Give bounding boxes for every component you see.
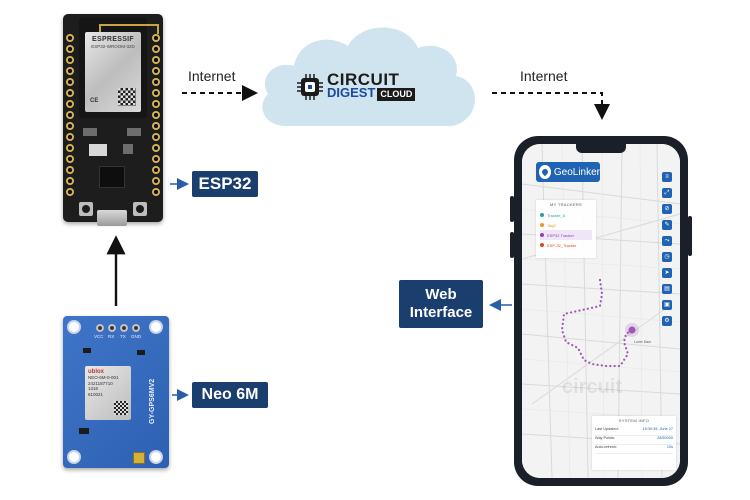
gps-board-label: GY-GPS6MV2 (149, 378, 156, 424)
phone-screen: GeoLinker MY TRACKERS Tracker_A Tag2 ESP… (522, 144, 680, 478)
map-toolbar: ≡ ⤢ ⊘ ✎ ⤳ ◷ ➤ ▤ ▣ ⚙ (662, 172, 672, 332)
tracker-name: ESP32 Tracker (547, 232, 574, 238)
gps-brand-text: ublox (88, 369, 104, 375)
backup-battery-icon (133, 452, 145, 464)
tracker-item[interactable]: ESP32 Tracker (540, 230, 592, 240)
system-info-value: 28/50000 (657, 436, 673, 440)
auto-refresh-select[interactable]: 10s (666, 445, 673, 449)
cloud-brand-line3: CLOUD (377, 88, 416, 101)
pin-label-rx: RX (108, 334, 115, 339)
tracker-dot-icon (540, 213, 544, 217)
pin-label-vcc: VCC (94, 334, 104, 339)
usb-port-icon (97, 210, 127, 226)
esp32-model-text: ESP32-WROOM-32D (91, 44, 135, 49)
tracker-item[interactable]: Tag2 (540, 220, 592, 230)
esp32-module: ESPRESSIF ESP32-WROOM-32D CE (79, 18, 159, 118)
image-icon[interactable]: ▣ (662, 300, 672, 310)
layers-icon[interactable]: ▤ (662, 284, 672, 294)
route-path (560, 278, 634, 368)
neo6m-gps-module-image: VCC RX TX GND ublox NEO-6M-0-001 2421187… (63, 316, 169, 468)
system-info-heading: SYSTEM INFO (618, 418, 650, 423)
mount-hole-icon (149, 450, 163, 464)
gps-chip-line3: 1316 (88, 386, 99, 391)
system-info-panel: SYSTEM INFO Last Updated: 15:30:39, June… (592, 416, 676, 470)
hide-icon[interactable]: ⊘ (662, 204, 672, 214)
menu-icon[interactable]: ≡ (662, 172, 672, 182)
esp32-left-header (65, 34, 75, 214)
tracker-dot-icon (540, 243, 544, 247)
tracker-item[interactable]: Tracker_A (540, 210, 592, 220)
web-interface-label: Web Interface (399, 280, 483, 328)
system-info-row: Way Points: 28/50000 (595, 436, 673, 445)
mount-hole-icon (149, 320, 163, 334)
esp32-right-header (151, 34, 161, 214)
esp32-board-image: ESPRESSIF ESP32-WROOM-32D CE (63, 14, 163, 226)
cloud-brand-line2: DIGEST (327, 85, 376, 100)
tracker-name: Tracker_A (547, 212, 566, 218)
history-icon[interactable]: ◷ (662, 252, 672, 262)
geolinker-logo-icon (539, 165, 551, 179)
phone-notch (576, 144, 626, 153)
system-info-label: Way Points: (595, 436, 616, 440)
gps-chip-line4: 610021 (88, 391, 104, 397)
reset-button-icon (79, 202, 93, 216)
qr-code-icon (118, 88, 136, 106)
tracker-name: ESP-32_Tracker (547, 242, 577, 248)
web-interface-label-line2: Interface (409, 304, 473, 321)
system-info-row[interactable]: Auto-refresh: 10s (595, 445, 673, 454)
system-info-value: 15:30:39, June 27 (642, 427, 673, 431)
settings-icon[interactable]: ⚙ (662, 316, 672, 326)
esp32-label: ESP32 (192, 171, 258, 197)
tracker-name: Tag2 (547, 222, 556, 228)
cloud-brand-line1: CIRCUIT (327, 70, 400, 89)
tracker-item[interactable]: ESP-32_Tracker (540, 240, 592, 250)
chip-logo-icon (297, 74, 323, 100)
internet-label-right: Internet (520, 68, 568, 84)
pin-label-tx: TX (120, 334, 126, 339)
arrow-cloud-to-phone (492, 92, 610, 120)
qr-code-icon (114, 401, 128, 415)
system-info-row: Last Updated: 15:30:39, June 27 (595, 427, 673, 436)
cloud-shape (262, 27, 475, 126)
system-info-label: Auto-refresh: (595, 445, 617, 449)
pin-label-gnd: GND (131, 334, 141, 339)
map-watermark: circuit (562, 376, 623, 398)
gps-chip: ublox NEO-6M-0-001 2421187710 1316 61002… (85, 366, 131, 420)
mount-hole-icon (67, 320, 81, 334)
app-header[interactable]: GeoLinker (536, 162, 600, 182)
share-icon[interactable]: ⤳ (662, 236, 672, 246)
usb-uart-chip (99, 166, 125, 188)
tracker-dot-icon (540, 233, 544, 237)
esp32-brand-text: ESPRESSIF (92, 36, 134, 43)
trackers-panel: MY TRACKERS Tracker_A Tag2 ESP32 Tracker… (536, 200, 596, 258)
gps-chip-line2: 2421187710 (88, 380, 113, 386)
system-info-label: Last Updated: (595, 427, 619, 431)
trackers-heading: MY TRACKERS (549, 202, 583, 207)
neo6m-label: Neo 6M (192, 382, 268, 408)
web-interface-label-line1: Web (425, 286, 457, 303)
edit-icon[interactable]: ✎ (662, 220, 672, 230)
internet-label-left: Internet (188, 68, 236, 84)
mount-hole-icon (67, 450, 81, 464)
boot-button-icon (133, 202, 147, 216)
location-pin-icon (628, 326, 636, 334)
gps-chip-line1: NEO-6M-0-001 (88, 375, 119, 380)
tracker-dot-icon (540, 223, 544, 227)
navigate-icon[interactable]: ➤ (662, 268, 672, 278)
app-title: GeoLinker (553, 166, 600, 178)
map-poi-label: Lover Dam (634, 340, 652, 344)
smartphone-frame: GeoLinker MY TRACKERS Tracker_A Tag2 ESP… (510, 136, 692, 486)
expand-icon[interactable]: ⤢ (662, 188, 672, 198)
